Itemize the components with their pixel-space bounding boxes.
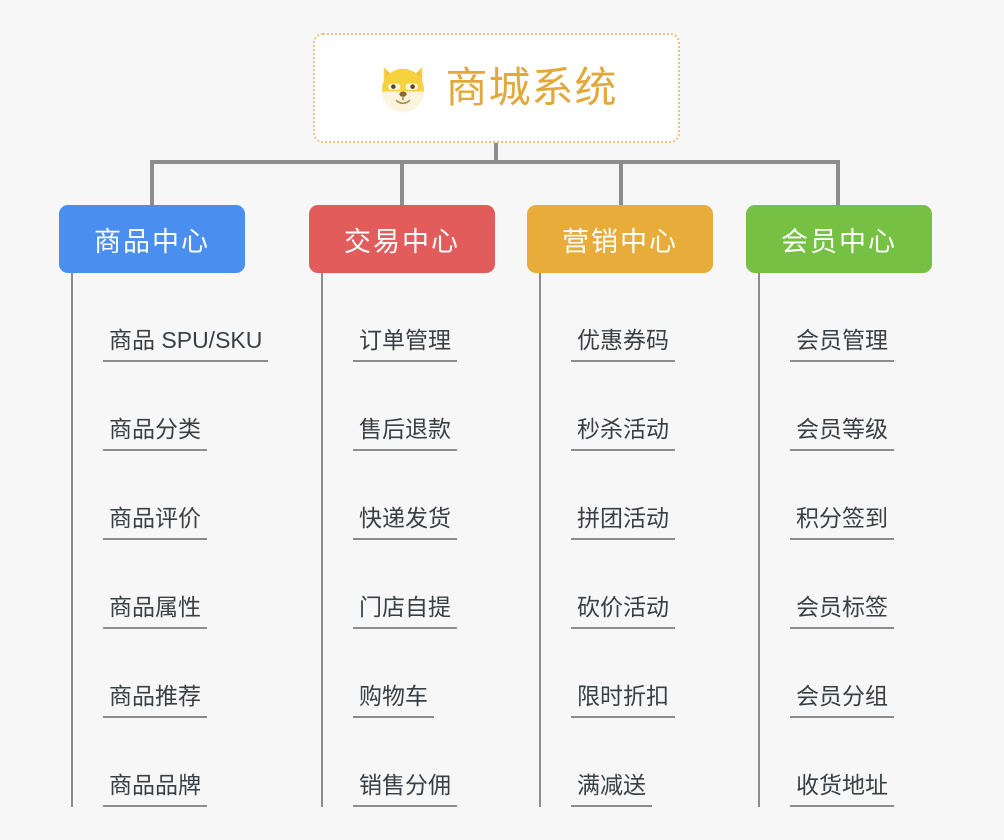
connector-drop-trade <box>400 160 404 207</box>
list-item[interactable]: 销售分佣 <box>323 718 495 807</box>
leaf-label: 收货地址 <box>790 772 894 807</box>
category-box-marketing-center[interactable]: 营销中心 <box>527 205 713 273</box>
leaf-label: 满减送 <box>571 772 652 807</box>
leaf-label: 会员管理 <box>790 327 894 362</box>
leaf-label: 会员分组 <box>790 683 894 718</box>
leaf-label: 商品评价 <box>103 505 207 540</box>
list-item[interactable]: 商品评价 <box>73 451 245 540</box>
leaf-label: 会员等级 <box>790 416 894 451</box>
list-item[interactable]: 商品分类 <box>73 362 245 451</box>
root-title: 商城系统 <box>445 64 618 111</box>
leaf-label: 门店自提 <box>353 594 457 629</box>
column-member-center: 会员中心 会员管理 会员等级 积分签到 会员标签 会员分组 收货地址 <box>746 205 932 807</box>
list-item[interactable]: 秒杀活动 <box>541 362 713 451</box>
list-item[interactable]: 会员等级 <box>760 362 932 451</box>
leaf-label: 会员标签 <box>790 594 894 629</box>
column-product-center: 商品中心 商品 SPU/SKU 商品分类 商品评价 商品属性 商品推荐 商品品牌 <box>59 205 269 807</box>
connector-trunk-vertical <box>494 143 498 164</box>
leaf-list-trade-center: 订单管理 售后退款 快递发货 门店自提 购物车 销售分佣 <box>321 273 495 807</box>
leaf-label: 购物车 <box>353 683 434 718</box>
list-item[interactable]: 商品品牌 <box>73 718 245 807</box>
leaf-label: 商品属性 <box>103 594 207 629</box>
list-item[interactable]: 拼团活动 <box>541 451 713 540</box>
category-box-trade-center[interactable]: 交易中心 <box>309 205 495 273</box>
column-trade-center: 交易中心 订单管理 售后退款 快递发货 门店自提 购物车 销售分佣 <box>309 205 495 807</box>
connector-drop-marketing <box>619 160 623 207</box>
leaf-label: 积分签到 <box>790 505 894 540</box>
list-item[interactable]: 购物车 <box>323 629 495 718</box>
leaf-label: 商品 SPU/SKU <box>103 327 269 362</box>
leaf-label: 商品推荐 <box>103 683 207 718</box>
root-node[interactable]: 商城系统 <box>313 33 680 143</box>
list-item[interactable]: 砍价活动 <box>541 540 713 629</box>
category-label: 营销中心 <box>562 226 678 257</box>
leaf-label: 限时折扣 <box>571 683 675 718</box>
list-item[interactable]: 会员分组 <box>760 629 932 718</box>
leaf-label: 订单管理 <box>353 327 457 362</box>
list-item[interactable]: 商品推荐 <box>73 629 245 718</box>
category-box-member-center[interactable]: 会员中心 <box>746 205 932 273</box>
list-item[interactable]: 订单管理 <box>323 273 495 362</box>
list-item[interactable]: 会员标签 <box>760 540 932 629</box>
list-item[interactable]: 优惠券码 <box>541 273 713 362</box>
leaf-list-marketing-center: 优惠券码 秒杀活动 拼团活动 砍价活动 限时折扣 满减送 <box>539 273 713 807</box>
list-item[interactable]: 门店自提 <box>323 540 495 629</box>
list-item[interactable]: 售后退款 <box>323 362 495 451</box>
leaf-label: 快递发货 <box>353 505 457 540</box>
shiba-dog-face-icon <box>382 67 425 113</box>
list-item[interactable]: 商品 SPU/SKU <box>73 273 269 362</box>
list-item[interactable]: 会员管理 <box>760 273 932 362</box>
leaf-label: 优惠券码 <box>571 327 675 362</box>
category-label: 会员中心 <box>781 226 897 257</box>
connector-drop-product <box>150 160 154 207</box>
leaf-list-product-center: 商品 SPU/SKU 商品分类 商品评价 商品属性 商品推荐 商品品牌 <box>71 273 269 807</box>
category-box-product-center[interactable]: 商品中心 <box>59 205 245 273</box>
leaf-label: 拼团活动 <box>571 505 675 540</box>
connector-drop-member <box>836 160 840 207</box>
list-item[interactable]: 快递发货 <box>323 451 495 540</box>
column-marketing-center: 营销中心 优惠券码 秒杀活动 拼团活动 砍价活动 限时折扣 满减送 <box>527 205 713 807</box>
leaf-list-member-center: 会员管理 会员等级 积分签到 会员标签 会员分组 收货地址 <box>758 273 932 807</box>
leaf-label: 商品品牌 <box>103 772 207 807</box>
leaf-label: 秒杀活动 <box>571 416 675 451</box>
category-label: 交易中心 <box>344 226 460 257</box>
list-item[interactable]: 商品属性 <box>73 540 245 629</box>
leaf-label: 销售分佣 <box>353 772 457 807</box>
list-item[interactable]: 限时折扣 <box>541 629 713 718</box>
list-item[interactable]: 积分签到 <box>760 451 932 540</box>
leaf-label: 售后退款 <box>353 416 457 451</box>
leaf-label: 商品分类 <box>103 416 207 451</box>
leaf-label: 砍价活动 <box>571 594 675 629</box>
list-item[interactable]: 满减送 <box>541 718 713 807</box>
category-label: 商品中心 <box>94 226 210 257</box>
list-item[interactable]: 收货地址 <box>760 718 932 807</box>
connector-trunk-horizontal <box>150 160 840 164</box>
